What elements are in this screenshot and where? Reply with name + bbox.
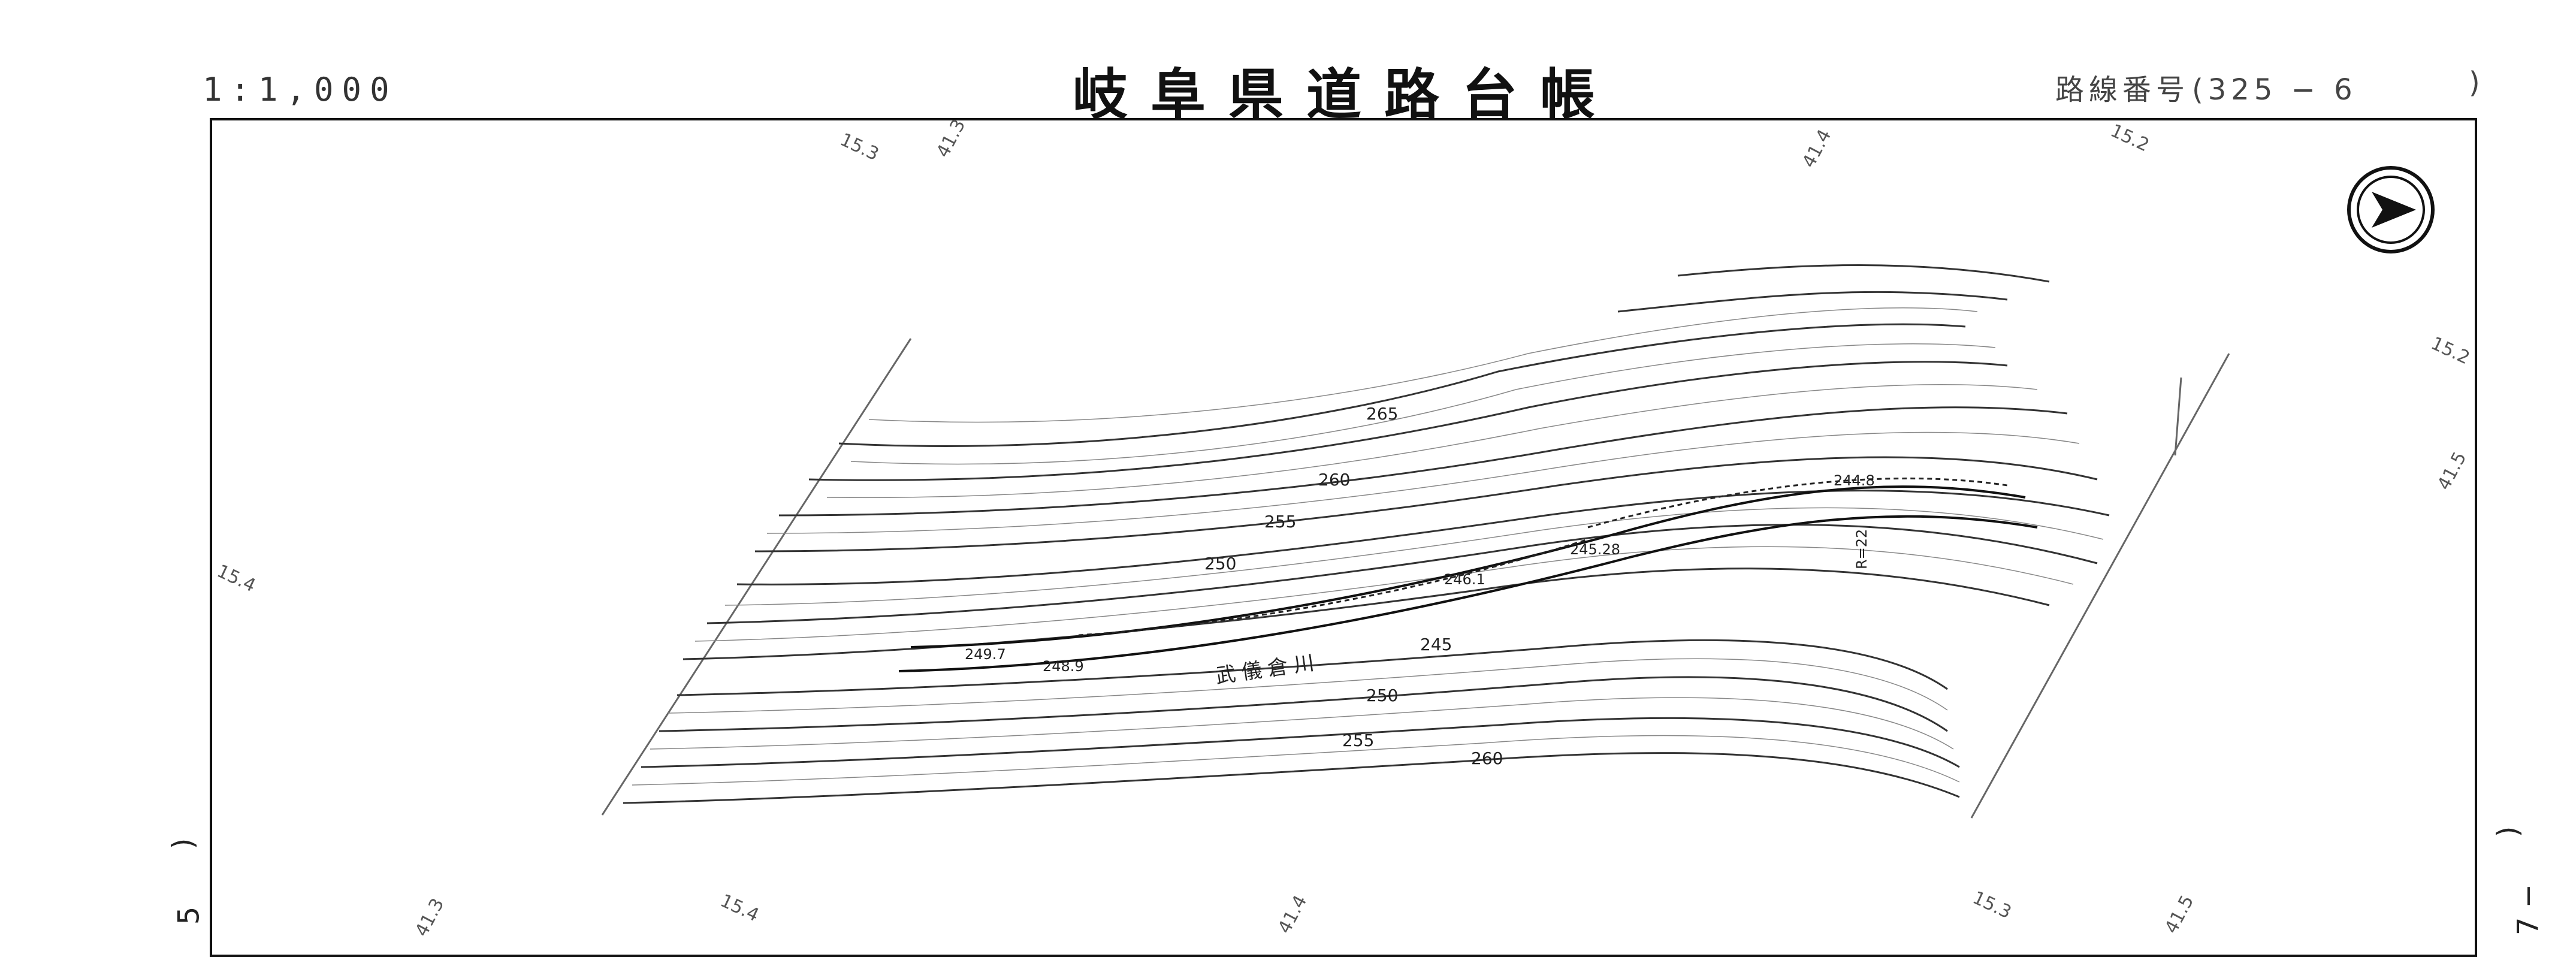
contour-label: 245 (1420, 635, 1452, 654)
route-number-label: 路線番号(325 − 6) (2055, 66, 2480, 108)
grid-label: 15.2 (2107, 120, 2152, 156)
grid-label: 41.3 (411, 895, 448, 940)
grid-label: 15.3 (837, 129, 882, 165)
grid-label: 15.2 (2428, 333, 2473, 369)
grid-labels: 15.3 41.3 41.4 15.2 15.2 41.5 15.4 41.3 … (214, 116, 2473, 940)
contour-lines-thin-lower (632, 658, 1960, 786)
contour-label: 250 (1366, 686, 1398, 705)
scale-label: 1:1,000 (203, 71, 398, 108)
contour-label: 250 (1204, 554, 1236, 573)
curve-radius-label: R=22 (1853, 529, 1870, 569)
contour-lines-lower (623, 639, 1960, 804)
grid-label: 15.4 (214, 561, 259, 597)
elevation-point-label: 246.1 (1444, 571, 1485, 588)
survey-boundary (601, 338, 2230, 819)
river-channel (898, 485, 2038, 672)
grid-label: 15.3 (1970, 887, 2015, 923)
grid-label: 41.3 (932, 116, 970, 161)
route-close-paren: ) (2469, 66, 2485, 99)
contour-label: 260 (1318, 470, 1350, 490)
road-edge (1078, 477, 2008, 636)
contour-lines-thin-upper (694, 307, 2104, 642)
route-open-paren: ( (2192, 73, 2208, 107)
contour-label: 255 (1342, 730, 1374, 750)
page-title: 岐阜県道路台帳 (1073, 63, 1618, 127)
north-arrow-icon (2347, 166, 2435, 253)
grid-label: 41.5 (2161, 892, 2198, 937)
grid-label: 41.5 (2433, 448, 2471, 493)
river-name-label: 武儀倉川 (1214, 650, 1322, 689)
contour-lines-upper (682, 264, 2110, 660)
elevation-point-label: 245.28 (1570, 541, 1620, 558)
elevation-point-label: 249.7 (965, 646, 1006, 663)
grid-label: 41.4 (1798, 126, 1835, 171)
elevation-point-label: 248.9 (1043, 658, 1084, 675)
route-number-value: 325 − 6 (2207, 73, 2357, 107)
contour-label: 260 (1471, 748, 1503, 768)
route-label-text: 路線番号 (2055, 73, 2190, 107)
contour-label: 265 (1366, 404, 1398, 424)
contour-labels: 265 260 255 250 245 250 255 260 (1204, 404, 1503, 768)
grid-label: 41.4 (1274, 892, 1311, 937)
grid-label: 15.4 (717, 890, 762, 926)
contour-label: 255 (1264, 512, 1296, 532)
elevation-point-label: 244.8 (1834, 472, 1875, 489)
point-labels: 249.7 248.9 246.1 245.28 244.8 R=22 (965, 472, 1875, 675)
